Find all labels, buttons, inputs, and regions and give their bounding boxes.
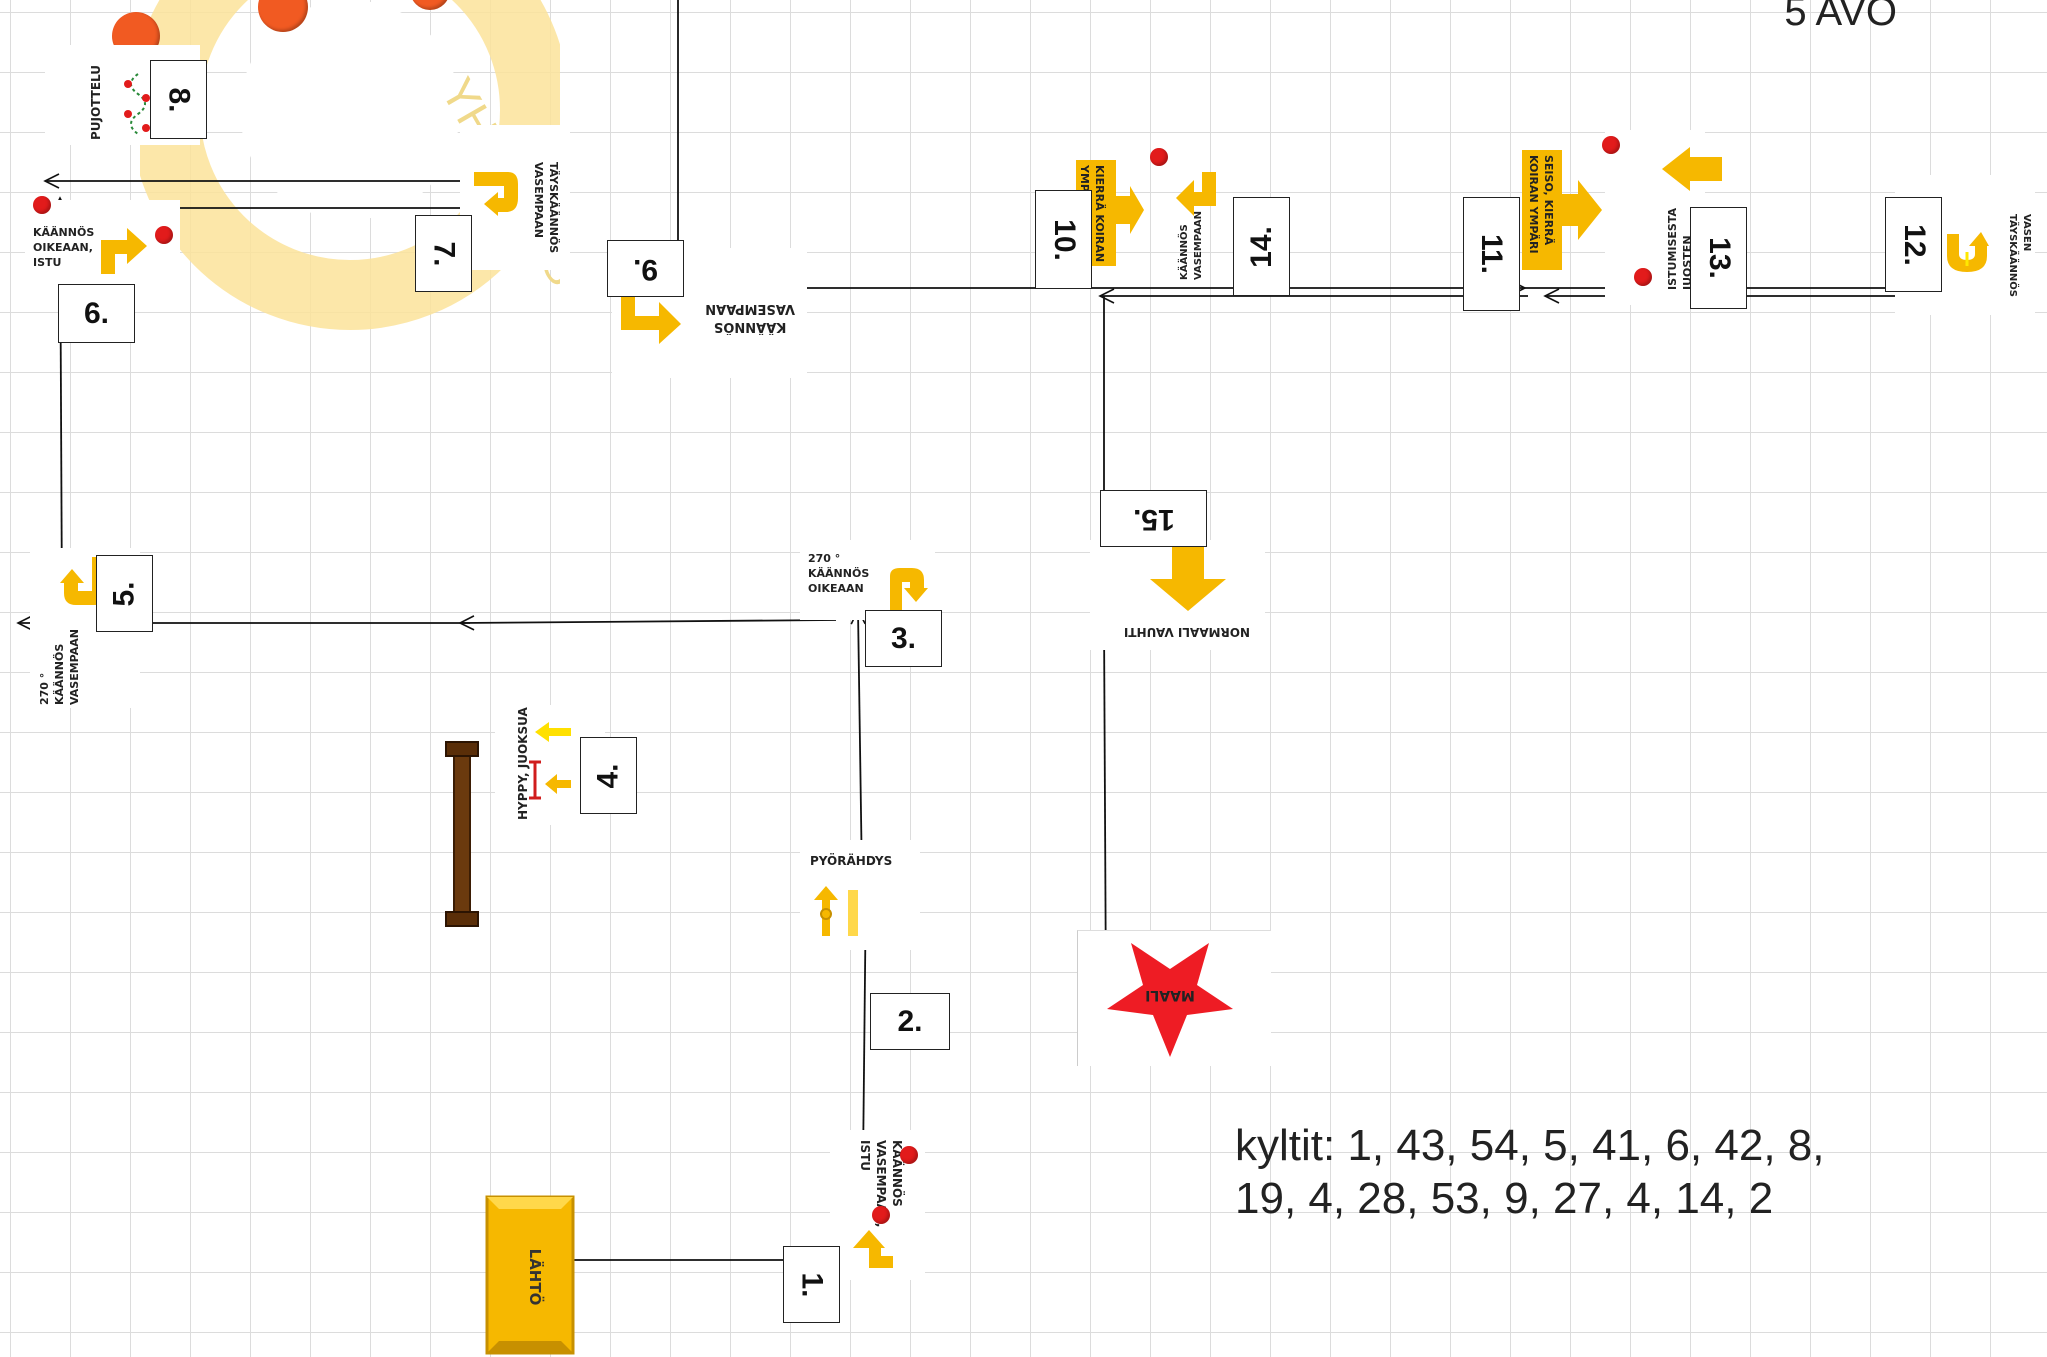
station-6-text: KÄÄNNÖS OIKEAAN, ISTU — [33, 226, 94, 271]
station-10-number: 10. — [1035, 190, 1092, 289]
station-6-number: 6. — [58, 284, 135, 343]
signs-list-note: kyltit: 1, 43, 54, 5, 41, 6, 42, 8, 19, … — [1235, 1120, 1955, 1226]
station-3-number: 3. — [865, 610, 942, 667]
station-13-number-text: 13. — [1702, 237, 1736, 279]
weave-icon — [118, 70, 152, 144]
u-turn-left-arrow-icon — [1945, 230, 1989, 274]
station-8-number-text: 8. — [162, 87, 196, 112]
finish-label: MAALI — [1145, 987, 1195, 1003]
station-10-number-text: 10. — [1047, 219, 1081, 261]
spin-arrow-icon — [808, 880, 868, 940]
station-13-number: 13. — [1690, 207, 1747, 309]
stop-dot — [872, 1206, 890, 1224]
station-14-text: KÄÄNNÖS VASEMPAAN — [1178, 211, 1205, 280]
station-6-number-text: 6. — [84, 297, 109, 331]
station-3-number-text: 3. — [891, 622, 916, 656]
station-8-number: 8. — [150, 60, 207, 139]
station-9-number-text: 9. — [633, 252, 658, 286]
station-11-number-text: 11. — [1475, 234, 1509, 274]
station-4-number: 4. — [580, 737, 637, 814]
station-8-text: PUJOTTELU — [88, 65, 104, 140]
station-7-number-text: 7. — [427, 241, 461, 266]
turn-right-arrow-icon — [97, 220, 149, 276]
signs-list-line-1: kyltit: 1, 43, 54, 5, 41, 6, 42, 8, — [1235, 1120, 1955, 1173]
stop-dot — [33, 196, 51, 214]
stop-dot — [1150, 148, 1168, 166]
jump-bar-obstacle — [444, 740, 480, 930]
station-2-number-text: 2. — [897, 1005, 922, 1039]
start-sign: LÄHTÖ — [485, 1195, 575, 1355]
finish-star: MAALI — [1095, 935, 1245, 1060]
stop-dot — [900, 1146, 918, 1164]
station-3-text: 270 ° KÄÄNNÖS OIKEAAN — [808, 552, 869, 597]
station-4-number-text: 4. — [592, 763, 626, 788]
station-9-number: 9. — [607, 240, 684, 297]
station-9-text: KÄÄNNÖS VASEMPAAN — [705, 300, 795, 335]
station-12-text: VASEN TÄYSKÄÄNNÖS — [2006, 214, 2033, 297]
stop-dot — [1602, 136, 1620, 154]
station-14-number: 14. — [1233, 197, 1290, 296]
station-2-text: PYÖRÄHDYS — [810, 853, 892, 869]
station-15-number: 15. — [1100, 490, 1207, 547]
station-11-number: 11. — [1463, 197, 1520, 311]
station-2-number: 2. — [870, 993, 950, 1050]
station-1-number-text: 1. — [795, 1272, 829, 1297]
station-11-text: SEISO, KIERRÄ KOIRAN YMPÄRI — [1525, 155, 1555, 254]
stop-dot — [155, 226, 173, 244]
station-7-text: TÄYSKÄÄNNÖS VASEMPAAN — [530, 162, 560, 253]
station-15-number-text: 15. — [1133, 502, 1175, 536]
station-5-text: 270 ° KÄÄNNÖS VASEMPAAN — [38, 629, 83, 705]
station-14-number-text: 14. — [1245, 226, 1279, 268]
station-5-number-text: 5. — [108, 581, 142, 606]
turn-left-arrow-icon — [845, 1222, 893, 1280]
start-label: LÄHTÖ — [526, 1249, 545, 1306]
signs-list-line-2: 19, 4, 28, 53, 9, 27, 4, 14, 2 — [1235, 1173, 1955, 1226]
run-from-sit-arrow-icon — [1660, 145, 1724, 195]
station-12-number-text: 12. — [1897, 224, 1931, 266]
station-1-number: 1. — [783, 1246, 840, 1323]
stop-dot — [1634, 268, 1652, 286]
jump-icon — [525, 722, 575, 802]
station-12-number: 12. — [1885, 197, 1942, 292]
down-arrow-icon — [1148, 543, 1228, 613]
station-7-number: 7. — [415, 215, 472, 292]
u-turn-left-arrow-icon — [472, 168, 520, 216]
station-15-text: NORMAALI VAUHTI — [1124, 624, 1250, 640]
station-5-number: 5. — [96, 555, 153, 632]
